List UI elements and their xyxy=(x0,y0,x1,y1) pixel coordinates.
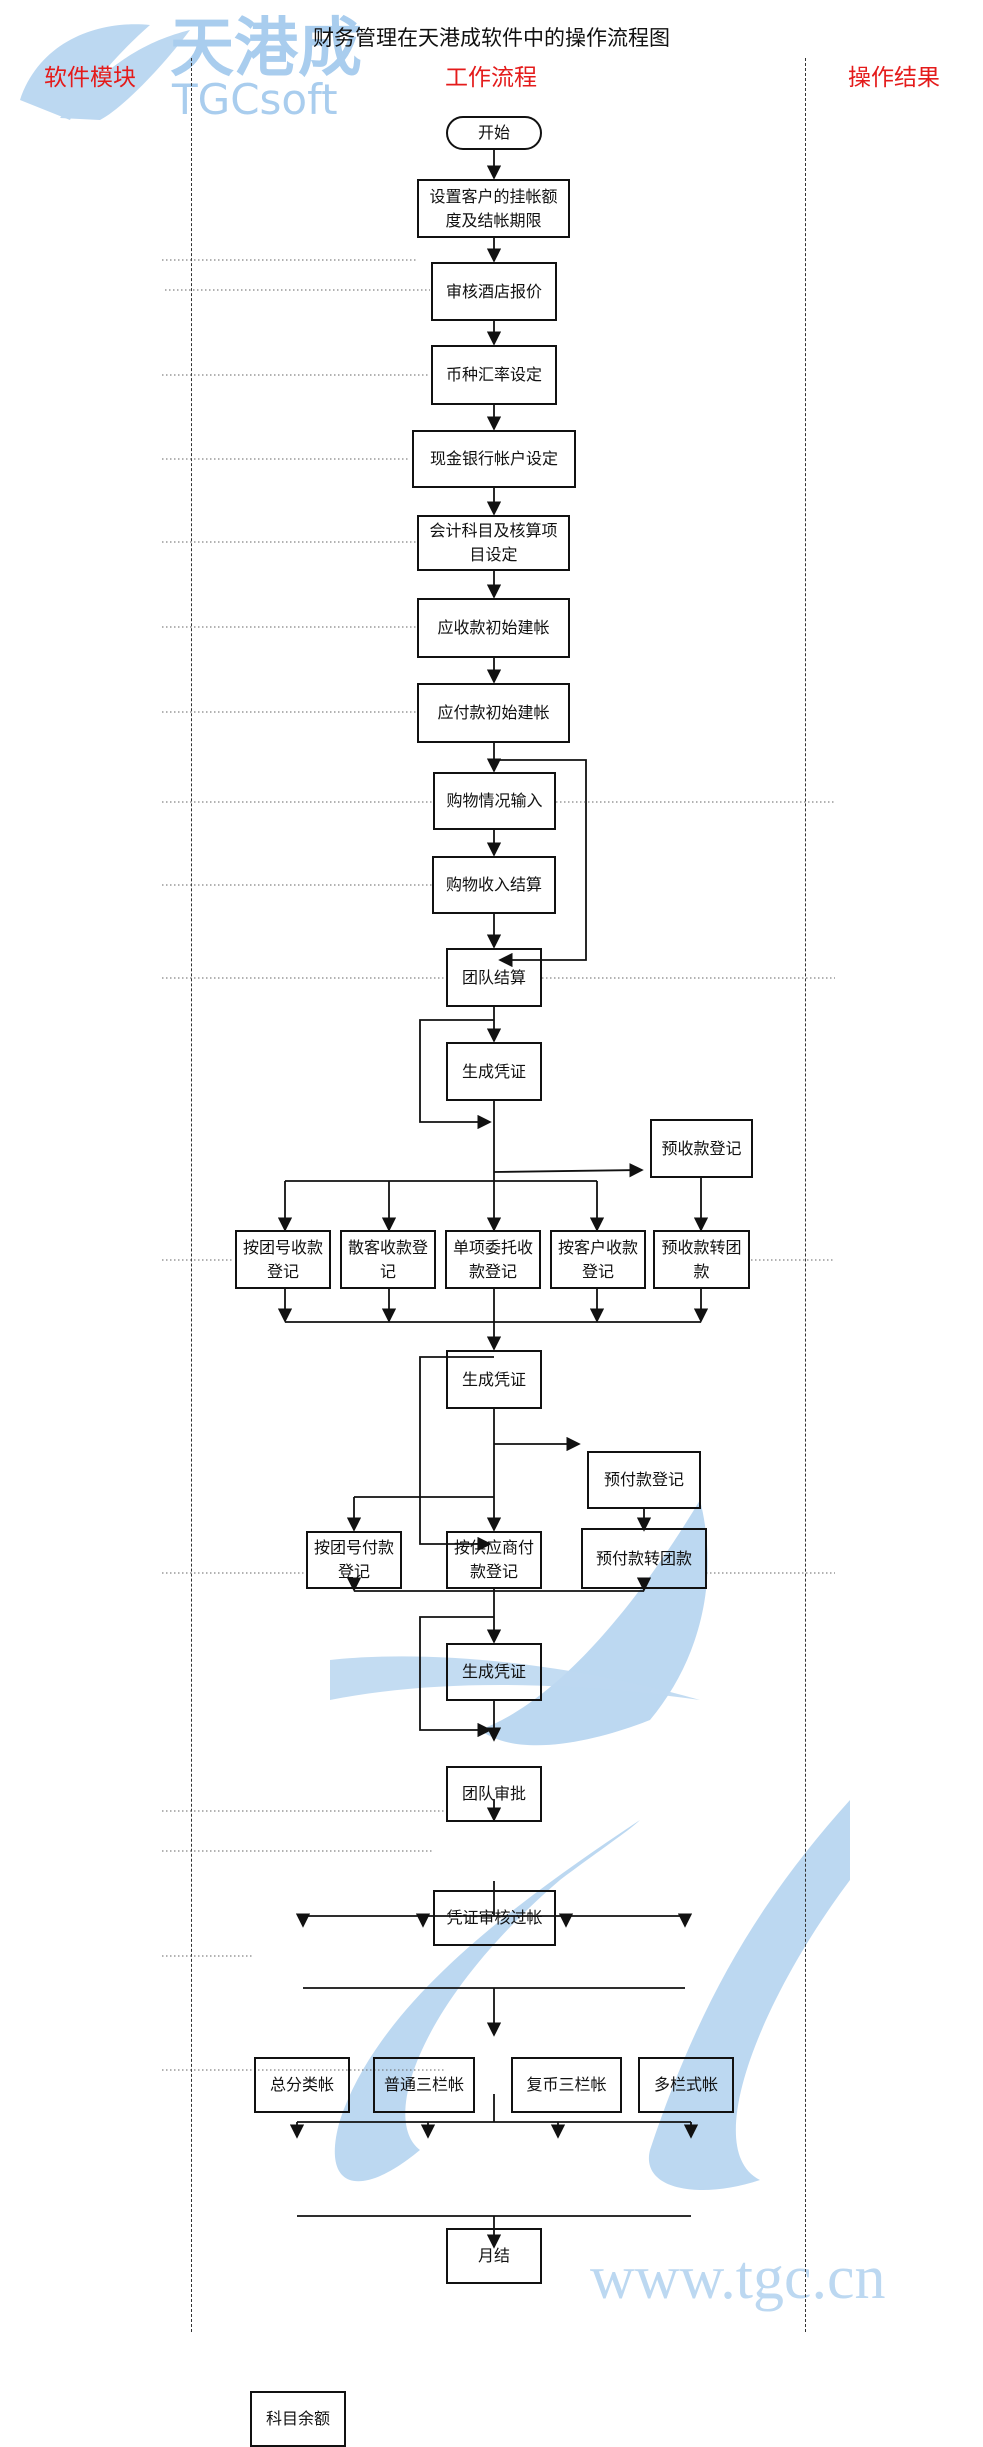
lane-divider-right xyxy=(805,58,806,2332)
node-account-balance[interactable]: 科目余额 xyxy=(250,2391,346,2447)
arrow xyxy=(493,1162,644,1178)
node-team-approval[interactable]: 团队审批 xyxy=(446,1766,542,1822)
header-workflow: 工作流程 xyxy=(445,65,537,91)
node-receipt-by-team[interactable]: 按团号收款登记 xyxy=(235,1230,331,1289)
node-receipt-by-customer[interactable]: 按客户收款登记 xyxy=(550,1230,646,1289)
node-shopping-input[interactable]: 购物情况输入 xyxy=(433,772,556,830)
header-modules: 软件模块 xyxy=(44,65,136,91)
node-receipt-entrusted[interactable]: 单项委托收款登记 xyxy=(445,1230,541,1289)
header-results: 操作结果 xyxy=(848,65,940,91)
node-month-end-close[interactable]: 月结 xyxy=(446,2228,542,2284)
node-multicolumn-ledger[interactable]: 多栏式帐 xyxy=(638,2057,734,2113)
node-shopping-settlement[interactable]: 购物收入结算 xyxy=(432,856,556,914)
node-general-ledger[interactable]: 总分类帐 xyxy=(254,2057,350,2113)
bypass-line xyxy=(419,1356,494,1552)
bypass-line xyxy=(494,759,587,968)
node-payment-by-supplier[interactable]: 按供应商付款登记 xyxy=(446,1531,542,1589)
node-team-settlement[interactable]: 团队结算 xyxy=(446,948,542,1007)
node-ap-initial[interactable]: 应付款初始建帐 xyxy=(417,683,570,743)
bypass-line xyxy=(419,1616,494,1738)
node-generate-voucher-2[interactable]: 生成凭证 xyxy=(446,1350,542,1409)
diagram-title: 财务管理在天港成软件中的操作流程图 xyxy=(313,26,670,50)
connectors xyxy=(162,150,835,2249)
node-multicurrency-ledger[interactable]: 复币三栏帐 xyxy=(511,2057,622,2113)
node-currency-rate[interactable]: 币种汇率设定 xyxy=(431,345,557,405)
node-start[interactable]: 开始 xyxy=(446,116,542,150)
node-three-column-ledger[interactable]: 普通三栏帐 xyxy=(373,2057,475,2113)
node-receipt-individual[interactable]: 散客收款登记 xyxy=(340,1230,436,1289)
node-generate-voucher-3[interactable]: 生成凭证 xyxy=(446,1643,542,1701)
node-review-hotel-quote[interactable]: 审核酒店报价 xyxy=(431,262,557,321)
node-advance-receipt[interactable]: 预收款登记 xyxy=(650,1119,753,1178)
node-ar-initial[interactable]: 应收款初始建帐 xyxy=(417,598,570,658)
node-account-subjects[interactable]: 会计科目及核算项目设定 xyxy=(417,515,570,571)
node-payment-by-team[interactable]: 按团号付款登记 xyxy=(306,1531,402,1589)
lane-divider-left xyxy=(191,58,192,2332)
node-advance-payment[interactable]: 预付款登记 xyxy=(587,1451,701,1509)
bypass-line xyxy=(419,1019,494,1130)
node-bank-account-setup[interactable]: 现金银行帐户设定 xyxy=(412,430,576,488)
node-generate-voucher-1[interactable]: 生成凭证 xyxy=(446,1042,542,1101)
node-advance-to-team[interactable]: 预收款转团款 xyxy=(653,1230,750,1289)
node-voucher-posting[interactable]: 凭证审核过帐 xyxy=(433,1890,556,1946)
node-set-credit-limit[interactable]: 设置客户的挂帐额度及结帐期限 xyxy=(417,179,570,238)
node-advance-payment-to-team[interactable]: 预付款转团款 xyxy=(581,1528,707,1589)
